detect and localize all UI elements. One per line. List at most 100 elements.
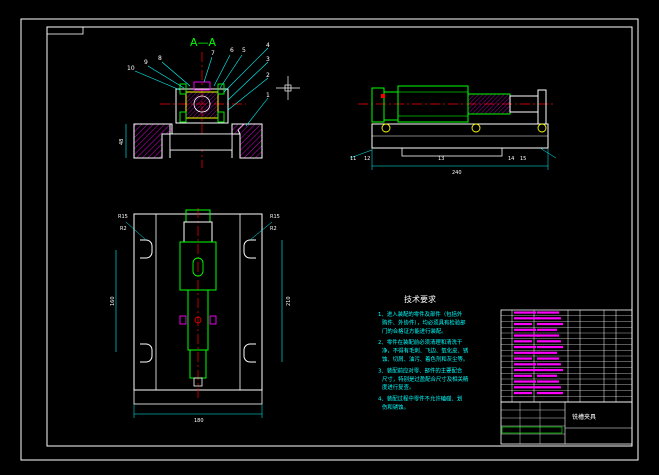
- plan-label-r2-right: R2: [270, 226, 277, 232]
- plan-shaft-slot: [192, 257, 204, 277]
- part-number-7: 7: [211, 50, 215, 57]
- crosshair-marker: [276, 76, 300, 100]
- tech-requirements-title: 技术要求: [404, 294, 436, 304]
- side-right-support: [537, 89, 547, 125]
- section-base-inner-slot: [169, 133, 233, 151]
- parts-row-entry-mark: [537, 386, 561, 389]
- tech-requirement-item: 4、装配过程中零件不允许磕碰、划伤和锈蚀。: [378, 395, 462, 411]
- parts-row-entry-mark: [514, 311, 536, 314]
- side-leader-15: [539, 147, 557, 159]
- part-number-4: 4: [266, 42, 270, 49]
- part-number-5: 5: [242, 47, 246, 54]
- section-dim-height: 48: [119, 139, 125, 145]
- section-bolt-left-low: [179, 111, 187, 123]
- parts-row-entry-mark: [514, 322, 532, 326]
- plan-dim-right-height: 210: [286, 296, 292, 306]
- section-clamp-block: [175, 88, 229, 124]
- parts-row-entry-mark: [537, 340, 561, 343]
- section-view-a-a: A—A 10 9 8: [119, 36, 270, 168]
- plan-view: 160 210 180 R15 R2 R15 R2: [110, 208, 292, 424]
- part-number-6: 6: [230, 47, 234, 54]
- side-label-12: 12: [364, 156, 370, 162]
- side-left-block: [383, 91, 399, 121]
- side-label-15: 15: [520, 156, 526, 162]
- side-leader-11: [349, 149, 373, 159]
- parts-row-entry-mark: [514, 351, 540, 354]
- side-label-14: 14: [508, 156, 514, 162]
- part-number-10: 10: [127, 65, 135, 72]
- plan-bolt-right: [209, 315, 217, 325]
- side-dim-total: 240: [452, 170, 462, 176]
- side-left-flange: [371, 87, 385, 123]
- title-block-drawing-name: 铣槽夹具: [572, 413, 596, 421]
- tech-requirement-item: 1、进入装配的零件及部件（包括外购件、外协件），均必须具有检验部门的合格证方能进…: [378, 310, 466, 335]
- parts-row-entry-mark: [537, 363, 561, 366]
- plan-u-slot-left-top: [140, 239, 153, 259]
- parts-list-rows: [501, 311, 632, 397]
- side-base-slot: [401, 147, 503, 157]
- side-marker-small: [381, 94, 385, 98]
- part-number-8: 8: [158, 55, 162, 62]
- plan-center-bolt: [194, 316, 202, 324]
- part-number-1: 1: [266, 92, 270, 99]
- parts-row-entry-mark: [537, 374, 557, 377]
- part-number-9: 9: [144, 59, 148, 66]
- parts-row-entry-mark: [537, 317, 561, 320]
- plan-label-r2-left: R2: [120, 226, 127, 232]
- parts-row-entry-mark: [514, 345, 536, 349]
- plan-label-r15-left: R15: [118, 214, 128, 220]
- plan-u-slot-right-bottom: [243, 343, 256, 363]
- section-bolt-right: [217, 83, 225, 95]
- title-block: 铣槽夹具: [500, 401, 633, 445]
- parts-row-entry-mark: [537, 380, 559, 383]
- plan-leader-right: [249, 221, 273, 241]
- parts-row-entry-mark: [537, 357, 559, 360]
- side-bolt-3: [537, 123, 547, 133]
- part-number-3: 3: [266, 56, 270, 63]
- outer-frame: [20, 18, 639, 461]
- section-label: A—A: [190, 36, 217, 49]
- parts-row-entry-mark: [514, 357, 532, 360]
- parts-row-entry-mark: [514, 340, 532, 343]
- tech-requirement-item: 2、零件在装配前必须清理和清洗干净，不得有毛刺、飞边、氧化皮、锈蚀、切屑、油污、…: [378, 338, 469, 363]
- plan-leader-left: [125, 221, 147, 241]
- parts-row-entry-mark: [537, 328, 557, 331]
- side-label-13: 13: [438, 156, 444, 162]
- plan-dim-bottom-width: 180: [194, 418, 204, 424]
- parts-row-entry-mark: [514, 380, 536, 383]
- plan-u-slot-right-top: [243, 239, 256, 259]
- side-shaft-threaded: [467, 93, 511, 115]
- tech-requirements: 技术要求 1、进入装配的零件及部件（包括外购件、外协件），均必须具有检验部门的合…: [378, 294, 469, 411]
- parts-row-entry-mark: [537, 368, 563, 372]
- parts-row-entry-mark: [514, 363, 536, 366]
- section-bolt-left: [179, 83, 187, 95]
- parts-row-entry-mark: [537, 311, 559, 314]
- section-top-cap: [193, 81, 211, 91]
- parts-row-entry-mark: [514, 374, 532, 377]
- side-view: 240 11 12 13 14 15: [349, 85, 557, 176]
- parts-row-entry-mark: [514, 328, 536, 331]
- side-label-11: 11: [350, 156, 356, 162]
- plan-bolt-left: [179, 315, 187, 325]
- parts-row-entry-mark: [514, 317, 540, 320]
- tech-requirement-item: 3、装配前应对零、部件的主要配合尺寸，特别是过盈配合尺寸及相关精度进行复查。: [378, 366, 469, 391]
- plan-u-slot-left-bottom: [140, 343, 153, 363]
- part-number-2: 2: [266, 72, 270, 79]
- plan-label-r15-right: R15: [270, 214, 280, 220]
- inner-frame: [46, 26, 633, 447]
- parts-row-entry-mark: [514, 334, 540, 337]
- parts-row-entry-mark: [537, 345, 563, 349]
- side-bolt-2: [471, 123, 481, 133]
- section-leaders: [134, 47, 269, 127]
- parts-list-table: [500, 309, 633, 403]
- tech-requirements-items: 1、进入装配的零件及部件（包括外购件、外协件），均必须具有检验部门的合格证方能进…: [378, 310, 469, 411]
- parts-row-entry-mark: [537, 391, 563, 395]
- plan-tail-tip: [193, 377, 203, 387]
- plan-dim-left-height: 160: [110, 296, 116, 306]
- parts-row-entry-mark: [537, 351, 557, 354]
- parts-row-entry-mark: [514, 368, 540, 372]
- parts-row-entry-mark: [537, 334, 559, 337]
- section-bolt-right-low: [217, 111, 225, 123]
- parts-row-entry-mark: [537, 322, 563, 326]
